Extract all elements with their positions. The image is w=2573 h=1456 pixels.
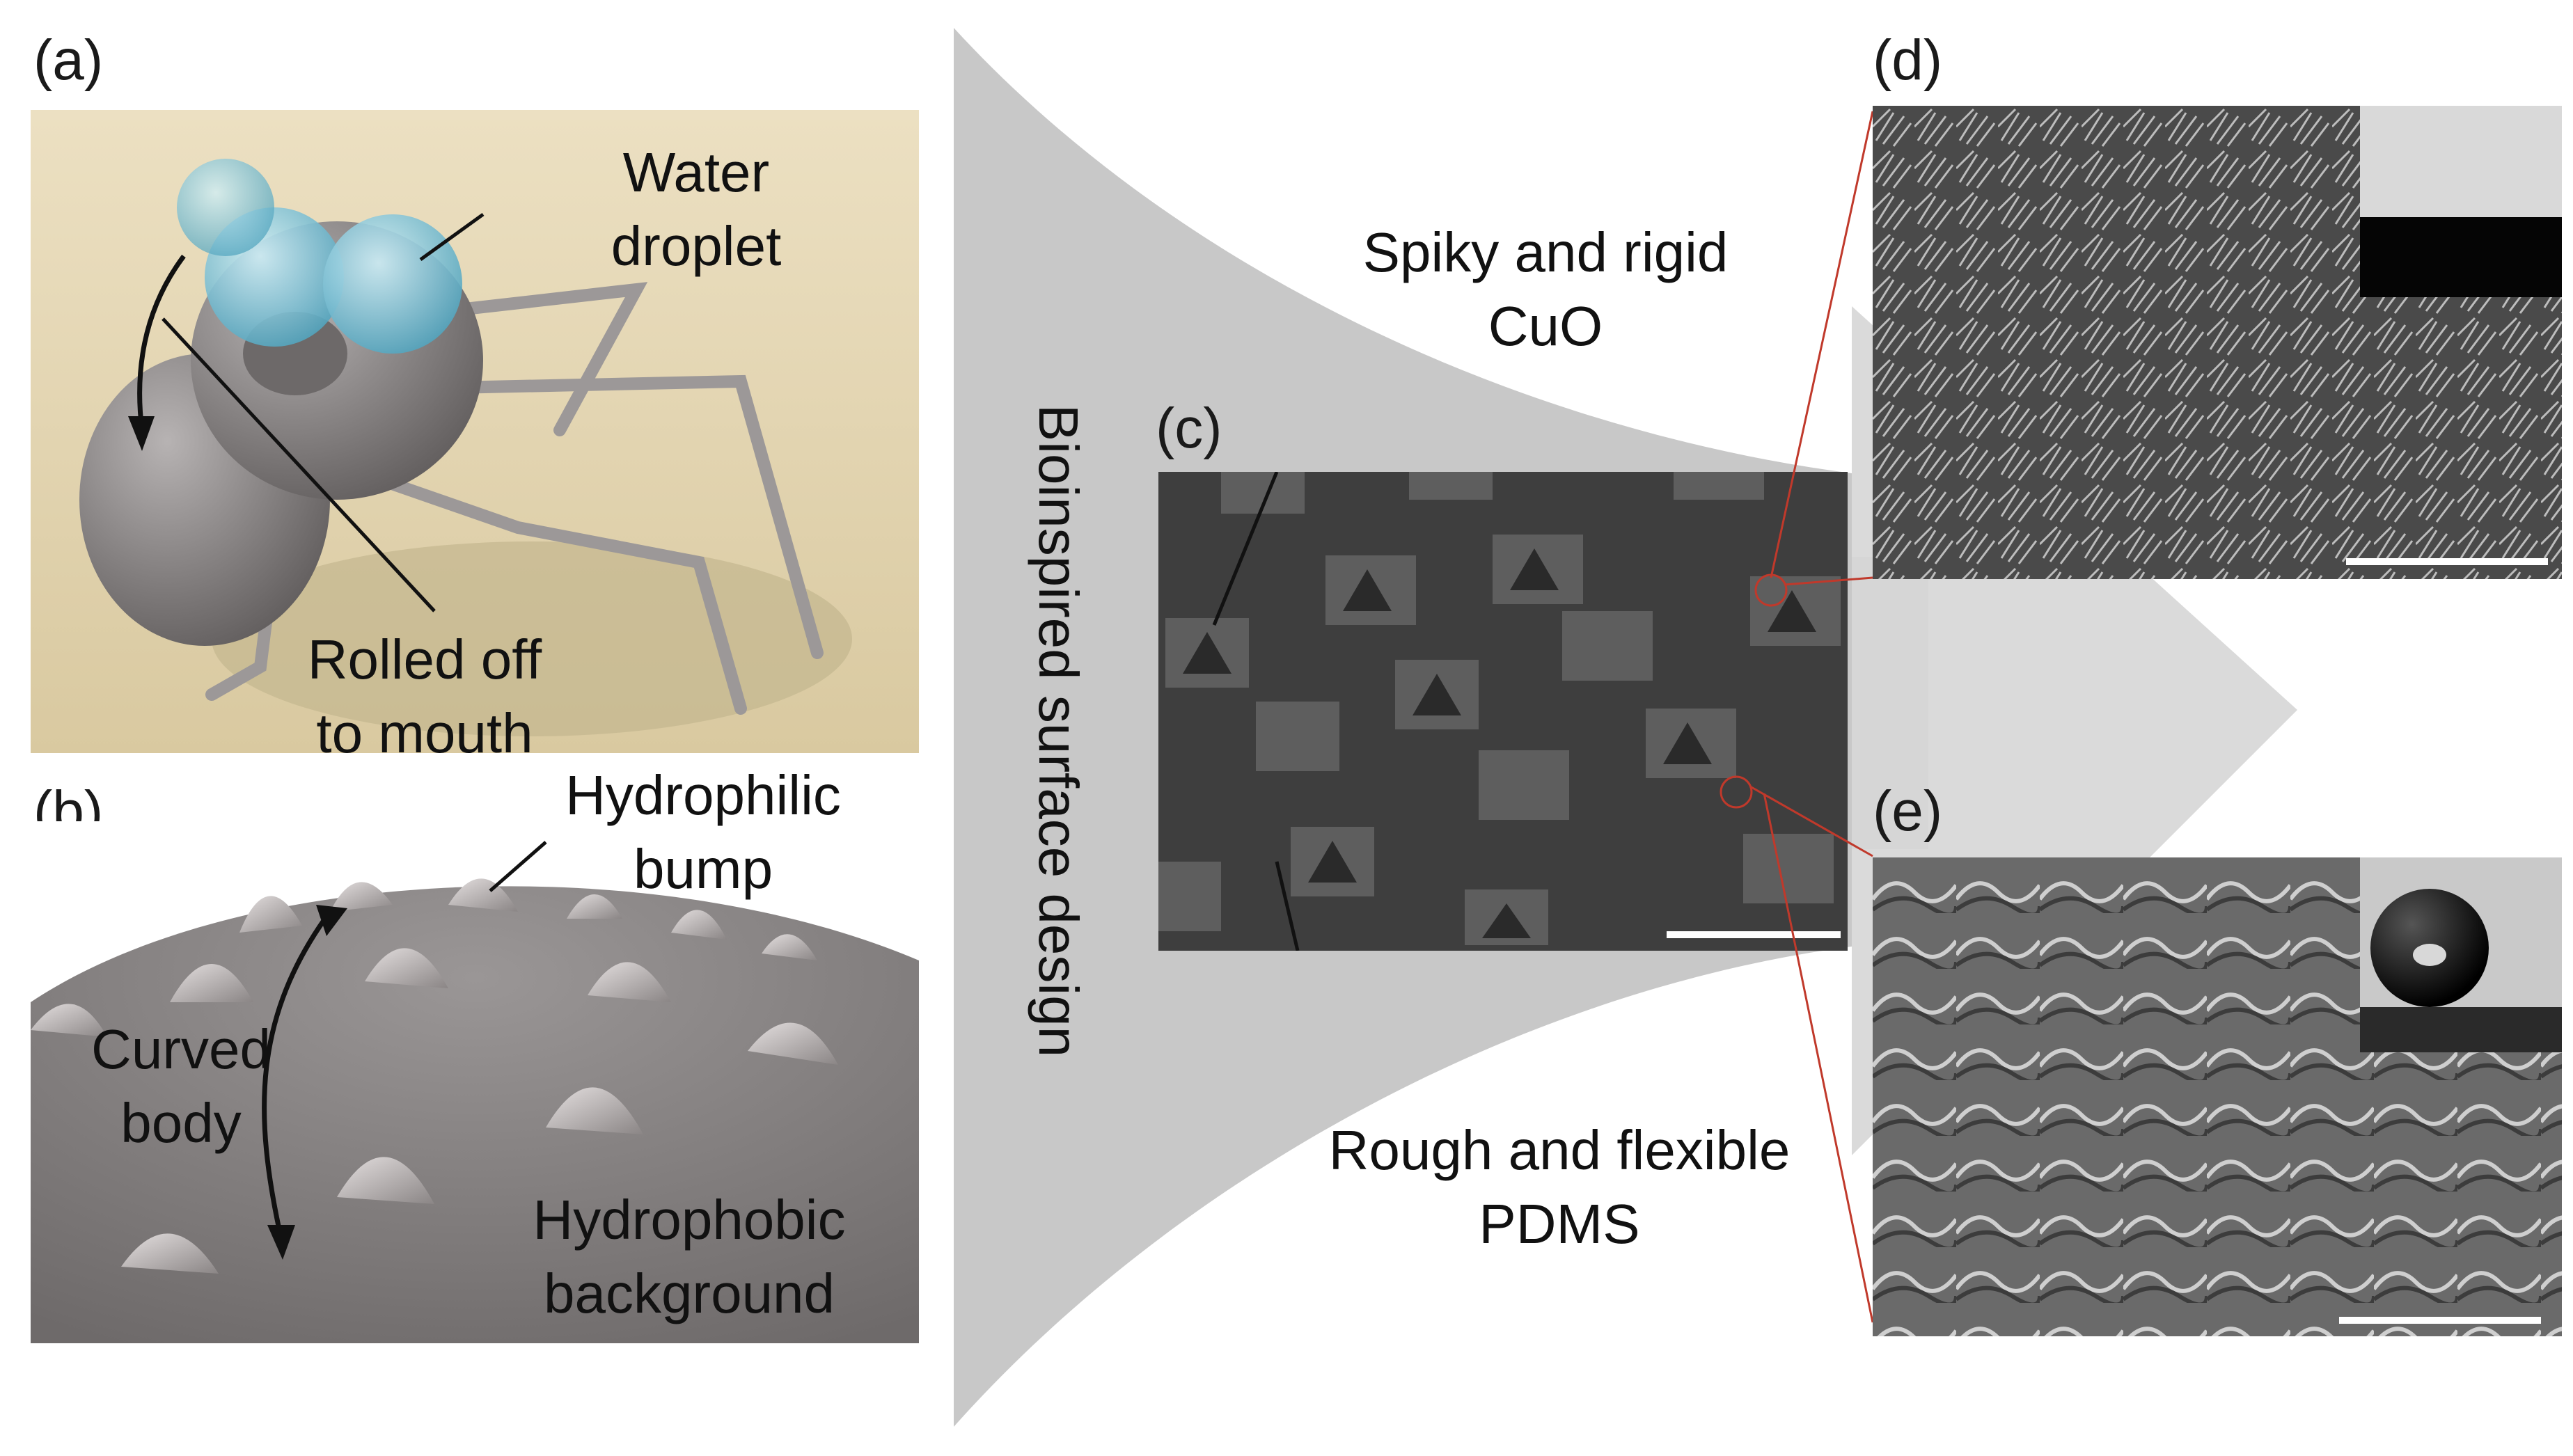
panel-b-image — [31, 821, 919, 1343]
water-droplet-icon — [177, 159, 274, 256]
curvature-arrow-head-bottom — [267, 1225, 295, 1260]
label-water-droplet: Water droplet — [557, 136, 835, 283]
label-line: Rolled off — [307, 628, 542, 690]
label-line: CuO — [1488, 294, 1603, 357]
label-spiky-cuo: Spiky and rigid CuO — [1323, 216, 1768, 363]
leader-line-water — [419, 212, 485, 262]
leader-line-spiky — [1212, 472, 1279, 626]
label-hydrophilic-bump: Hydrophilic bump — [529, 759, 877, 905]
leader-line-rolled — [162, 317, 436, 612]
label-line: droplet — [611, 214, 782, 277]
panel-c-image — [1158, 472, 1848, 951]
panel-c-letter: (c) — [1156, 397, 1222, 460]
droplet-highlight — [2413, 944, 2446, 966]
panel-a-letter: (a) — [33, 29, 104, 92]
curvature-arrow-head-top — [316, 905, 347, 936]
roll-arrow — [137, 254, 186, 431]
label-line: bump — [633, 837, 773, 900]
label-line: Hydrophilic — [565, 764, 841, 826]
label-line: Curved — [91, 1018, 271, 1080]
inset-substrate — [2360, 217, 2562, 297]
panel-e-image — [1873, 857, 2562, 1336]
label-line: to mouth — [316, 702, 533, 764]
label-line: Hydrophobic — [533, 1189, 846, 1251]
label-line: background — [543, 1262, 835, 1324]
label-line: Water — [622, 141, 770, 203]
roll-arrow-head — [128, 416, 155, 451]
pad-grid — [1158, 472, 1841, 945]
center-banner-wrap: Bioinspired surface design — [1016, 362, 1100, 1100]
label-rough-pdms: Rough and flexible PDMS — [1295, 1114, 1824, 1260]
water-droplet-icon — [323, 214, 462, 354]
label-line: Rough and flexible — [1328, 1119, 1791, 1181]
panel-e-letter: (e) — [1873, 780, 1943, 843]
leader-line-hydrophilic — [489, 841, 547, 892]
bump-group — [31, 878, 838, 1274]
scale-bar — [2346, 558, 2548, 565]
arrow-stem — [1852, 557, 1928, 849]
panel-d-letter: (d) — [1873, 29, 1943, 92]
label-line: PDMS — [1479, 1192, 1640, 1255]
label-line: body — [120, 1091, 242, 1154]
scale-bar — [1667, 931, 1841, 938]
label-hydrophobic-background: Hydrophobic background — [501, 1183, 877, 1330]
label-line: Spiky and rigid — [1362, 221, 1729, 283]
panel-d-image — [1873, 106, 2562, 579]
pyramid-grid — [1183, 548, 1816, 938]
scale-bar — [2339, 1317, 2541, 1324]
zoom-marker-bottom — [1720, 775, 1753, 809]
zoom-lines — [1749, 111, 1874, 1323]
curvature-arrow — [262, 910, 332, 1240]
leader-line-rough — [1275, 861, 1300, 951]
inset-substrate — [2360, 1007, 2562, 1052]
curved-surface — [31, 886, 919, 1343]
label-rolled-off: Rolled off to mouth — [285, 623, 564, 770]
label-curved-body: Curved body — [70, 1013, 292, 1160]
center-banner-text: Bioinspired surface design — [1028, 404, 1089, 1058]
panel-a-image — [31, 110, 919, 753]
